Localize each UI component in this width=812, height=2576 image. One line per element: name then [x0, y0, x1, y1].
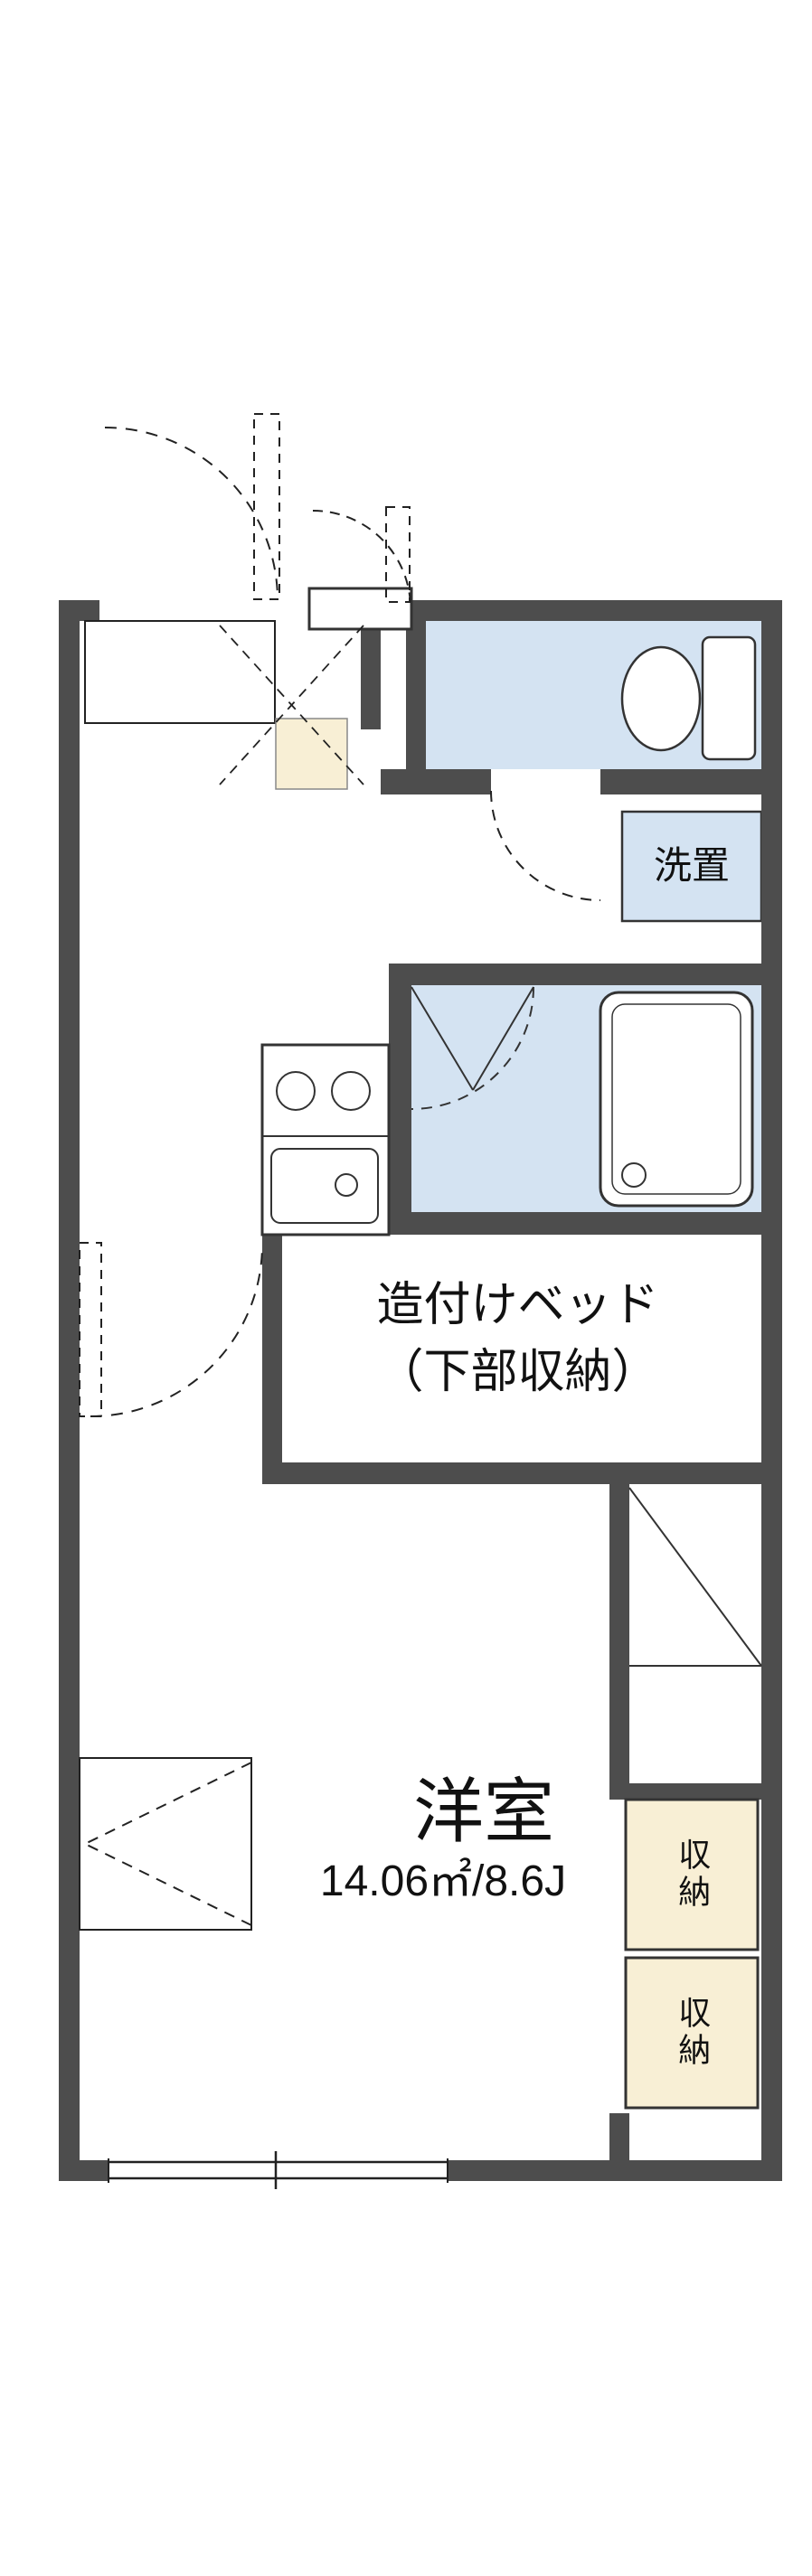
bath-bottom-wall	[389, 1212, 782, 1235]
storage-upper-box	[624, 1798, 760, 1951]
walls	[59, 600, 782, 2181]
entrance-door-sill	[307, 587, 413, 631]
toilet-bottom-wall-right	[600, 769, 782, 794]
room-door-swing-arc	[90, 1244, 263, 1417]
sink-faucet	[335, 1173, 358, 1197]
left-window-dash-2	[84, 1843, 252, 1926]
left-outer-wall	[59, 600, 80, 2181]
left-window-dash-1	[84, 1762, 252, 1845]
built-in-bed-label-line1: 造付けベッド	[376, 1279, 659, 1331]
washer-space-label: 洗置	[653, 844, 730, 887]
built-in-bed-label: 造付けベッド （下部収納）	[271, 1273, 764, 1406]
storage-upper-label: 収納	[674, 1838, 712, 1912]
bathtub-outer	[599, 991, 754, 1208]
toilet-bottom-wall-left	[381, 769, 491, 794]
entrance-door-open-panel-small	[385, 506, 411, 603]
storage-lower-box	[624, 1956, 760, 2110]
toilet-bowl	[620, 645, 702, 752]
bottom-stub-wall	[609, 2113, 629, 2181]
entrance-door-swing-arc-large	[104, 427, 279, 601]
bed-left-wall	[262, 1235, 282, 1484]
bath-door-swing-arc	[411, 986, 534, 1110]
entrance-door-open-panel	[253, 413, 280, 600]
kitchen-sink	[270, 1148, 379, 1224]
closet-left-wall	[609, 1484, 629, 1783]
built-in-bed-label-line2: （下部収納）	[376, 1345, 659, 1398]
entrance-door-swing-arc-small	[312, 510, 411, 609]
storage-lower-label: 収納	[674, 1996, 712, 2070]
stove-burner-right	[331, 1071, 371, 1111]
shoe-cabinet	[84, 620, 276, 724]
entry-divider-wall	[361, 621, 381, 729]
bathtub-inner	[611, 1003, 741, 1195]
storage-boxes	[624, 1798, 760, 2110]
main-room-name-label: 洋室	[412, 1772, 554, 1851]
bath-left-wall	[389, 964, 411, 1235]
bed-bottom-wall	[262, 1462, 782, 1484]
top-wall-left-stub	[59, 600, 99, 621]
bath-door-panel-line-1	[411, 986, 474, 1091]
right-outer-wall	[761, 600, 782, 2181]
left-window-box	[79, 1757, 252, 1931]
top-wall-right	[411, 600, 782, 621]
toilet-door-swing-arc	[490, 790, 601, 901]
bath-top-wall	[389, 964, 782, 985]
washer-space-box	[620, 810, 763, 923]
closet-divider-wall	[609, 1783, 782, 1800]
bottom-wall-left-stub	[59, 2160, 109, 2181]
stove-burner-left	[276, 1071, 316, 1111]
bathtub-drain	[621, 1162, 647, 1188]
toilet-tank	[701, 635, 757, 761]
genkan-cross-line-2	[219, 625, 364, 785]
closet-diagonal-line	[628, 1487, 762, 1667]
room-door-open-panel	[79, 1242, 102, 1417]
toilet-left-wall	[406, 621, 426, 794]
main-room-area-label: 14.06㎡/8.6J	[319, 1857, 567, 1905]
bath-door-panel-line-2	[472, 986, 534, 1091]
